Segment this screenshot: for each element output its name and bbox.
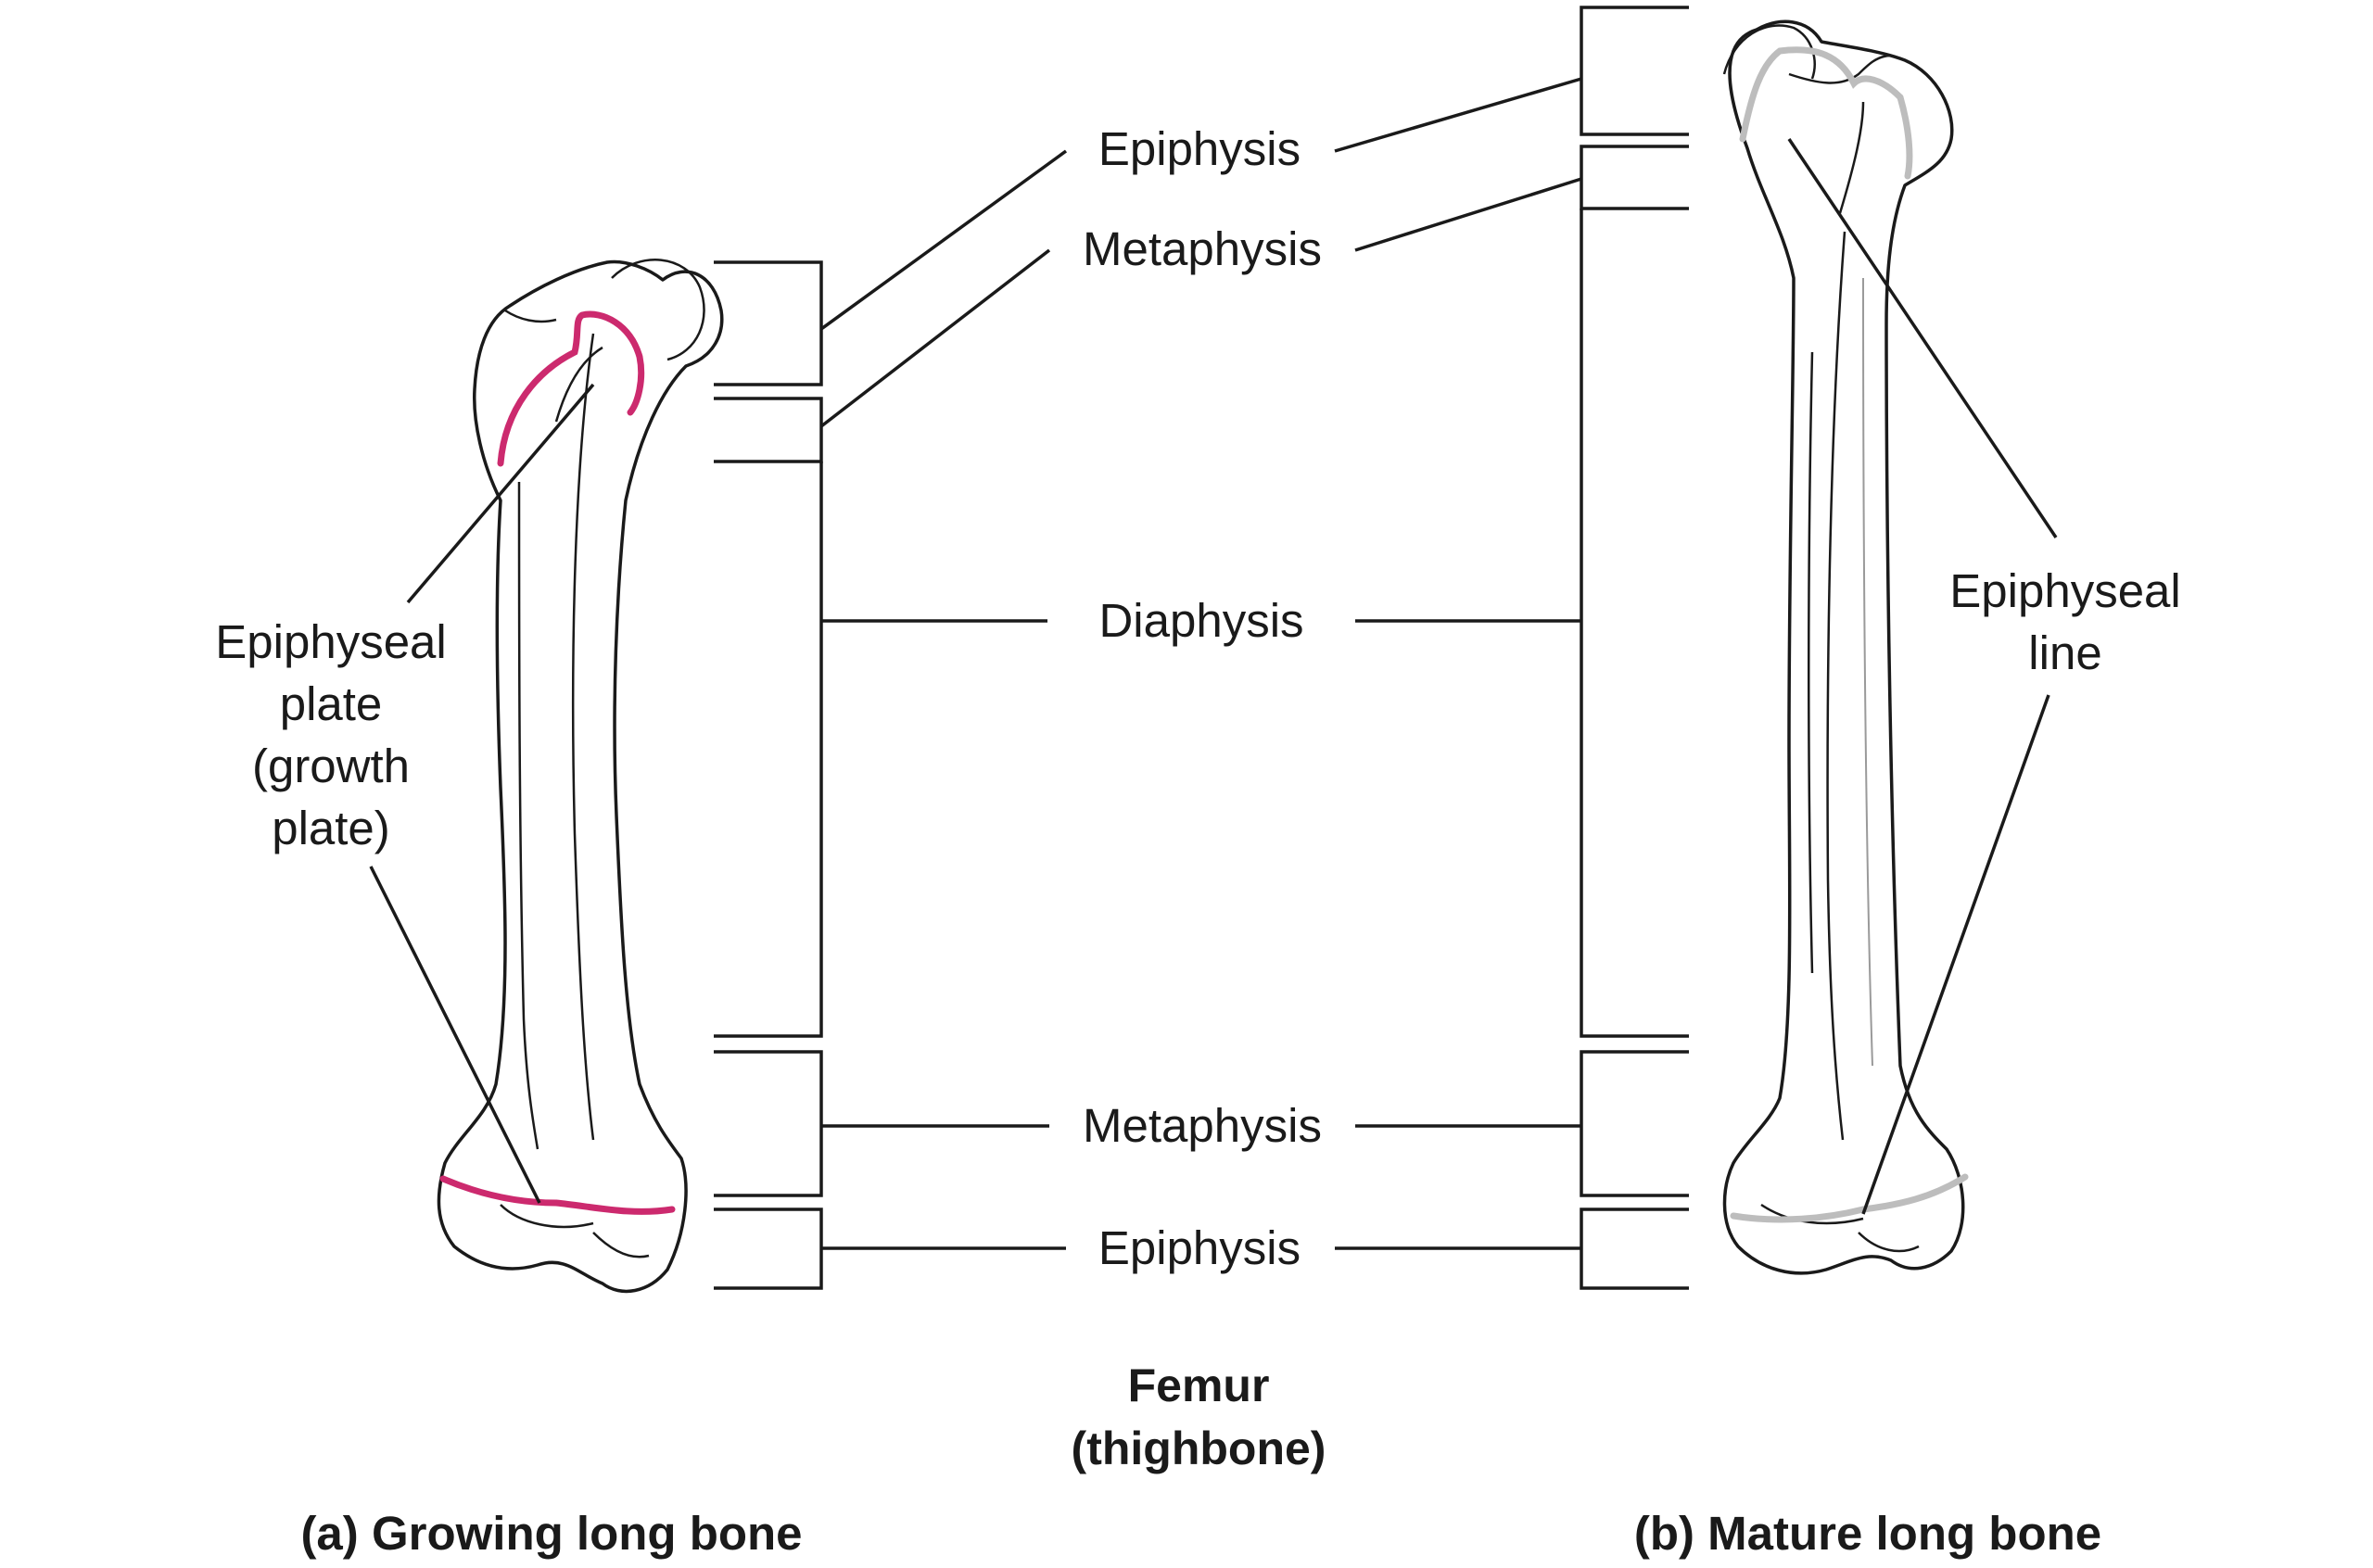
left-bracket-diaphysis [714, 462, 823, 1038]
diagram-title: Femur (thighbone) [1072, 1359, 1326, 1474]
mature-bone [1722, 19, 1969, 1275]
mature-proximal-epiphyseal-line-2 [1897, 94, 1913, 180]
growing-trochanter-line [504, 309, 557, 323]
mature-shaft-line [1826, 231, 1846, 1141]
left-bracket-epiphysis-top [714, 260, 823, 386]
title-line-2: (thighbone) [1072, 1423, 1326, 1474]
leader-epiphysis-top-right [1334, 77, 1582, 153]
leader-epiphysis-top-left [819, 149, 1068, 331]
leader-line-lower [1861, 694, 2050, 1215]
left-brackets [714, 260, 823, 1290]
growing-bone [437, 259, 724, 1294]
growing-shaft-line [571, 333, 595, 1141]
growing-proximal-growth-plate [497, 310, 645, 467]
label-epiphysis-top: Epiphysis [1098, 122, 1301, 175]
mature-femur-outline [1722, 19, 1965, 1275]
mature-proximal-epiphyseal-line [1739, 46, 1904, 143]
label-epiphysis-bottom: Epiphysis [1098, 1221, 1301, 1274]
left-bracket-metaphysis-bottom [714, 1050, 823, 1197]
label-plate-line-4: plate) [272, 802, 390, 854]
epiphyseal-line-label: Epiphyseal line [1949, 564, 2181, 679]
leader-plate-lower [369, 866, 541, 1204]
right-bracket-epiphysis-top [1580, 6, 1689, 136]
mature-shaft-line-2 [1808, 351, 1814, 974]
label-plate-line-3: (growth [252, 740, 410, 792]
label-plate-line-1: Epiphyseal [215, 615, 447, 668]
growing-shaft-line-2 [517, 481, 539, 1150]
mature-neck-line [1838, 101, 1865, 214]
label-metaphysis-bottom: Metaphysis [1083, 1099, 1322, 1152]
growing-condyle-line [500, 1204, 594, 1229]
center-labels: Epiphysis Metaphysis Diaphysis Metaphysi… [1083, 122, 1322, 1274]
mature-trochanter-line [1788, 54, 1892, 84]
mature-shaft-faint [1862, 277, 1873, 1067]
mature-femoral-head [1722, 24, 1816, 80]
growing-femoral-head [611, 259, 705, 361]
growing-condyle-notch [592, 1232, 650, 1258]
growing-neck-line [554, 346, 603, 423]
left-bracket-epiphysis-bottom [714, 1208, 823, 1290]
label-plate-line-2: plate [280, 677, 383, 730]
leader-plate-upper [406, 383, 595, 604]
mature-condyle-line [1760, 1203, 1864, 1225]
right-bracket-epiphysis-bottom [1580, 1208, 1689, 1290]
growing-distal-growth-plate [439, 1175, 676, 1215]
left-bracket-metaphysis-top [714, 397, 823, 463]
epiphyseal-plate-label: Epiphyseal plate (growth plate) [215, 615, 447, 854]
label-metaphysis-top: Metaphysis [1083, 222, 1322, 275]
caption-mature-bone: (b) Mature long bone [1634, 1507, 2101, 1560]
growing-femur-outline [437, 259, 724, 1294]
right-brackets [1580, 6, 1689, 1290]
title-line-1: Femur [1128, 1359, 1270, 1411]
caption-growing-bone: (a) Growing long bone [300, 1507, 802, 1560]
label-line-line-2: line [2028, 626, 2101, 679]
right-bracket-diaphysis [1580, 209, 1689, 1038]
leader-lines [369, 77, 2058, 1250]
mature-condyle-notch [1858, 1232, 1920, 1253]
label-diaphysis: Diaphysis [1098, 594, 1303, 647]
leader-line-upper [1787, 138, 2058, 538]
leader-metaphysis-top-right [1354, 177, 1582, 252]
right-bracket-metaphysis-bottom [1580, 1050, 1689, 1197]
right-bracket-metaphysis-top [1580, 145, 1689, 210]
leader-metaphysis-top-left [819, 248, 1051, 428]
label-line-line-1: Epiphyseal [1949, 564, 2181, 617]
